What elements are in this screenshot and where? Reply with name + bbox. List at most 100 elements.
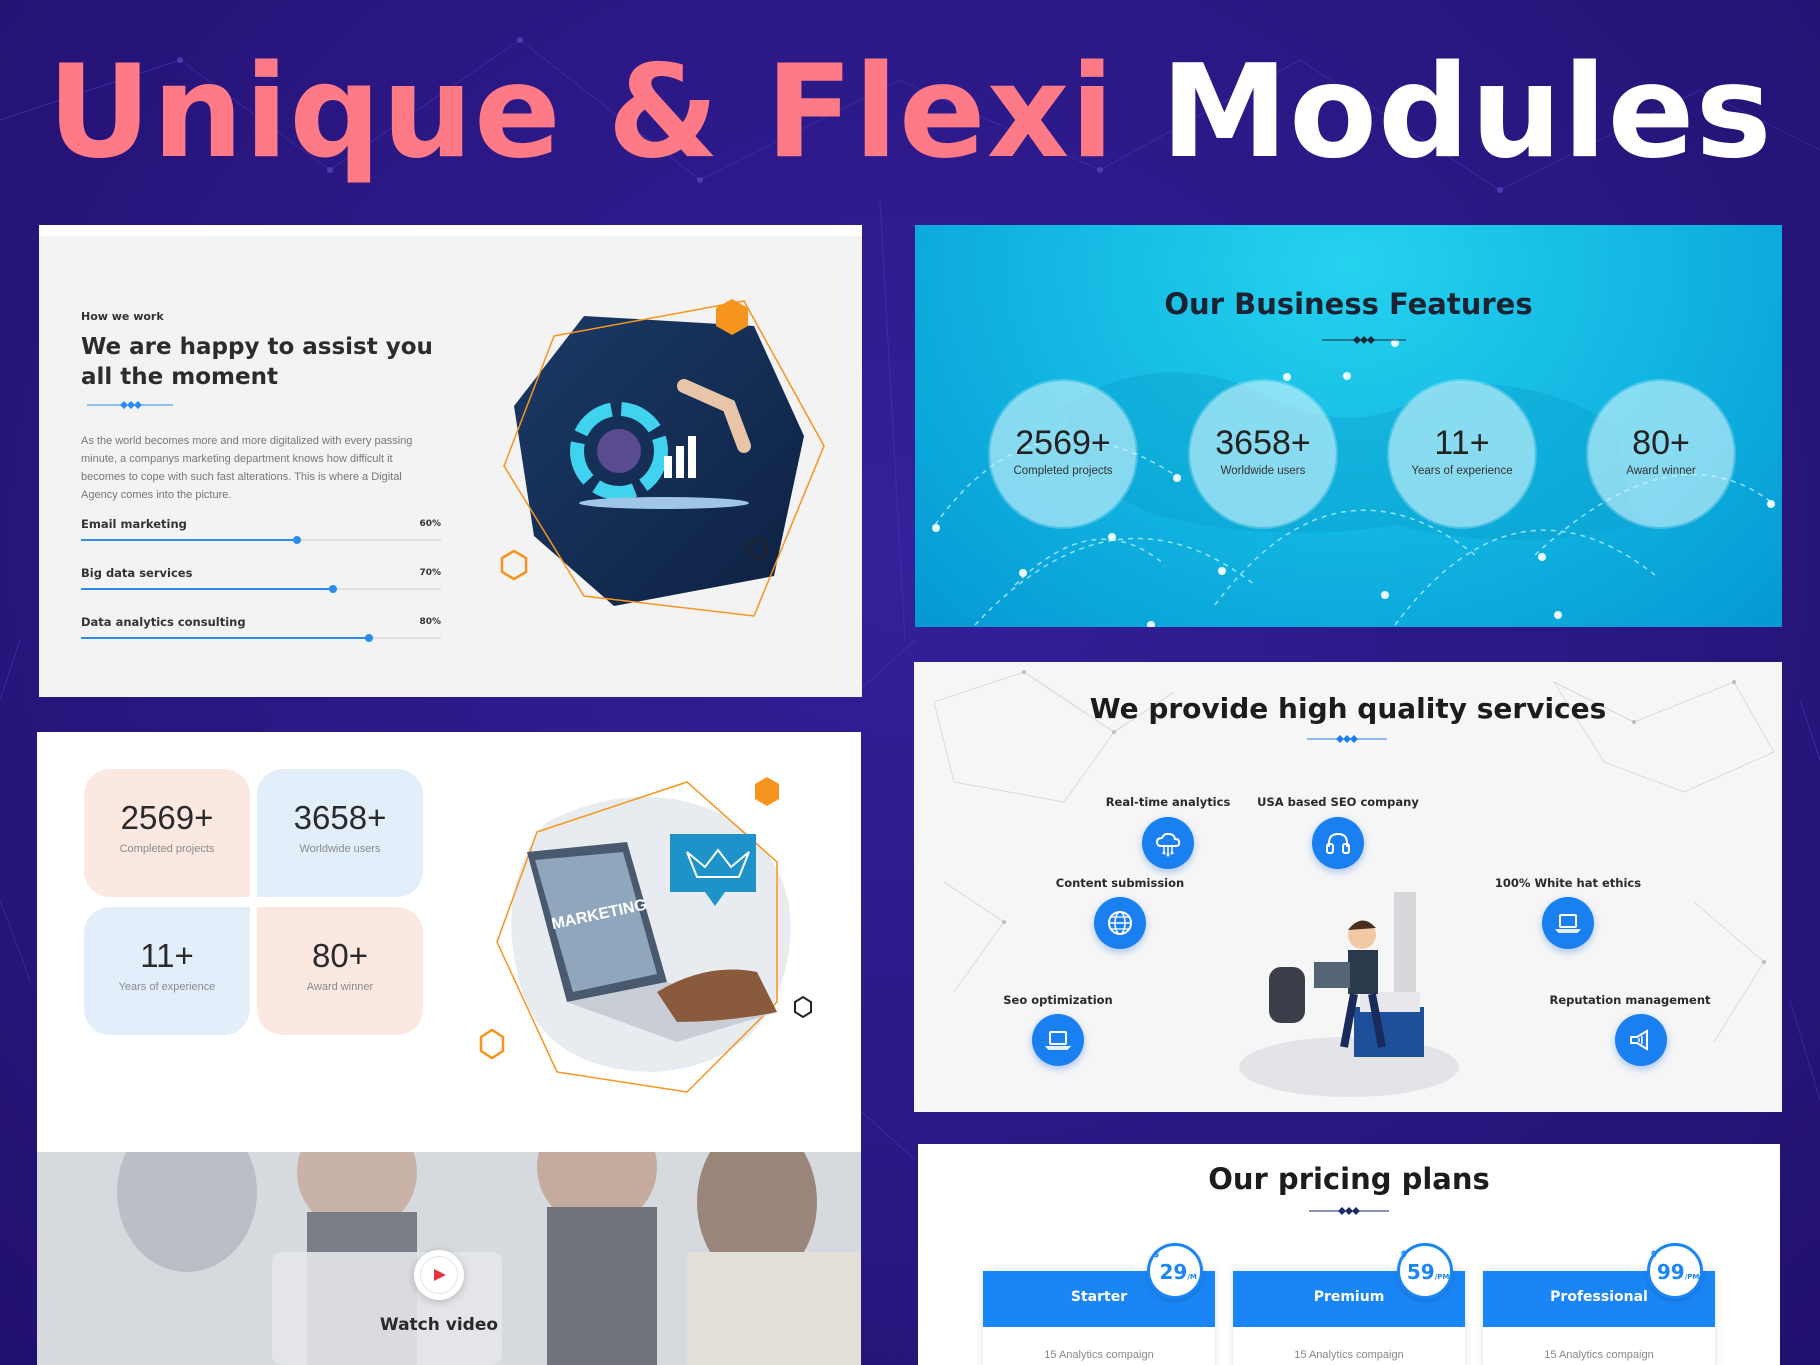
stat-label: Years of experience [1411, 465, 1513, 477]
title-divider [1307, 735, 1387, 743]
price-amount: 29 [1159, 1260, 1188, 1284]
stat-value: 80+ [312, 937, 368, 974]
plan-name: Premium [1313, 1289, 1385, 1305]
service-label: Real-time analytics [1105, 795, 1231, 809]
skill-percent: 60% [419, 519, 441, 529]
services-panel: We provide high quality services Real-ti… [914, 662, 1782, 1112]
megaphone-icon[interactable] [1615, 1014, 1667, 1066]
stat-value: 2569+ [120, 799, 214, 836]
plan-price: $99/PM [1647, 1243, 1703, 1299]
stat-value: 2569+ [1015, 424, 1111, 462]
title-divider [1322, 336, 1406, 344]
play-button[interactable] [414, 1250, 464, 1300]
progress-fill [81, 637, 369, 639]
price-currency: $ [1400, 1250, 1407, 1260]
laptop-icon[interactable] [1032, 1014, 1084, 1066]
progress-track [81, 585, 441, 593]
developer-illustration [1239, 892, 1459, 1097]
banner-title-rest: Modules [1160, 38, 1773, 187]
plan-price: $59/PM [1397, 1243, 1453, 1299]
plan-name: Starter [1070, 1289, 1128, 1305]
price-period: /PM [1684, 1273, 1700, 1281]
service-label: Content submission [1055, 876, 1185, 890]
heading-divider [87, 401, 173, 409]
price-period: /PM [1434, 1273, 1450, 1281]
progress-handle [329, 585, 337, 593]
section-title: We provide high quality services [1089, 692, 1607, 725]
service-label: Reputation management [1549, 993, 1711, 1007]
stat-tile: 2569+ Completed projects [84, 769, 250, 897]
stat-value: 3658+ [293, 799, 387, 836]
skill-percent: 70% [419, 568, 441, 578]
skill-percent: 80% [419, 617, 441, 627]
price-currency: $ [1650, 1250, 1657, 1260]
plan-feature: 15 Analytics compaign [1044, 1349, 1154, 1361]
stat-circle: 80+ Award winner [1588, 381, 1734, 527]
banner-title-highlight: Unique & Flexi [47, 38, 1116, 187]
stat-tile: 80+ Award winner [257, 907, 423, 1035]
video-panel: Watch video [37, 1152, 861, 1365]
progress-handle [293, 536, 301, 544]
stat-label: Completed projects [1013, 465, 1113, 477]
pricing-card[interactable]: Starter $29/M 15 Analytics compaign [983, 1243, 1215, 1365]
service-label: USA based SEO company [1257, 795, 1419, 809]
price-period: /M [1187, 1273, 1197, 1281]
stat-label: Worldwide users [299, 843, 381, 855]
section-title: Our pricing plans [1208, 1162, 1490, 1196]
section-title: Our Business Features [1164, 287, 1533, 321]
marketing-laptop-image: MARKETING [479, 777, 812, 1093]
stats-tiles-panel: 2569+ Completed projects 3658+ Worldwide… [37, 732, 861, 1152]
plan-name: Professional [1550, 1289, 1648, 1305]
stat-circle: 2569+ Completed projects [990, 381, 1136, 527]
progress-handle [365, 634, 373, 642]
service-label: 100% White hat ethics [1494, 876, 1642, 890]
analytics-tablet-image [500, 299, 825, 617]
stat-circle: 3658+ Worldwide users [1190, 381, 1336, 527]
stat-circle: 11+ Years of experience [1389, 381, 1535, 527]
section-description: As the world becomes more and more digit… [81, 435, 413, 501]
pricing-card[interactable]: Professional $99/PM 15 Analytics compaig… [1483, 1243, 1715, 1365]
network-mesh-background [933, 670, 1775, 1043]
banner-title: Unique & Flexi Modules [0, 38, 1820, 187]
stat-label: Worldwide users [1220, 465, 1306, 477]
play-icon [434, 1269, 446, 1281]
title-divider [1309, 1207, 1389, 1215]
cloud-network-icon[interactable] [1142, 817, 1194, 869]
stat-label: Years of experience [118, 981, 216, 993]
how-we-work-panel: How we work We are happy to assist you a… [39, 225, 862, 697]
pricing-panel: Our pricing plans Starter $29/M 15 Analy… [918, 1144, 1780, 1365]
stat-value: 11+ [1434, 424, 1490, 462]
skill-label: Big data services [81, 566, 193, 580]
stat-label: Completed projects [119, 843, 215, 855]
team-photo-background [37, 1152, 861, 1365]
progress-fill [81, 588, 333, 590]
stat-value: 80+ [1632, 424, 1690, 462]
price-amount: 59 [1406, 1260, 1435, 1284]
stat-tile: 3658+ Worldwide users [257, 769, 423, 897]
pricing-card[interactable]: Premium $59/PM 15 Analytics compaign [1233, 1243, 1465, 1365]
progress-fill [81, 539, 297, 541]
business-features-panel: Our Business Features 2569+ Completed pr… [915, 225, 1782, 627]
skill-label: Email marketing [81, 517, 187, 531]
stat-value: 3658+ [1215, 424, 1311, 462]
skill-label: Data analytics consulting [81, 615, 246, 629]
section-eyebrow: How we work [81, 310, 164, 323]
laptop-icon[interactable] [1542, 897, 1594, 949]
section-heading: We are happy to assist you all the momen… [81, 334, 433, 390]
stat-label: Award winner [306, 981, 374, 993]
price-amount: 99 [1656, 1260, 1685, 1284]
stat-value: 11+ [140, 937, 194, 974]
watch-video-label[interactable]: Watch video [379, 1315, 499, 1335]
play-ring [420, 1256, 458, 1294]
progress-track [81, 536, 441, 544]
plan-price: $29/M [1147, 1243, 1203, 1299]
globe-icon[interactable] [1094, 897, 1146, 949]
headphones-icon[interactable] [1312, 817, 1364, 869]
progress-track [81, 634, 441, 642]
stat-tile: 11+ Years of experience [84, 907, 250, 1035]
plan-feature: 15 Analytics compaign [1294, 1349, 1404, 1361]
plan-feature: 15 Analytics compaign [1544, 1349, 1654, 1361]
service-label: Seo optimization [1003, 993, 1113, 1007]
price-currency: $ [1153, 1250, 1160, 1260]
